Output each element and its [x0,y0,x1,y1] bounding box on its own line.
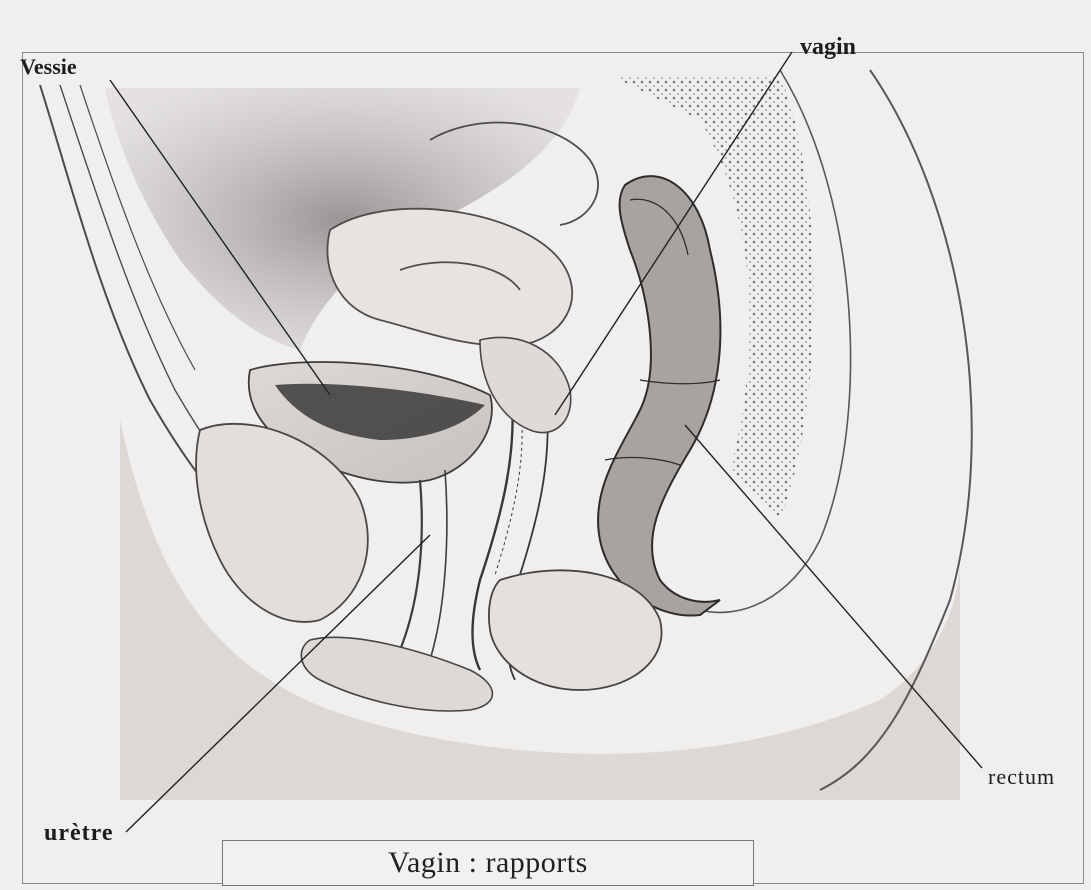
label-rectum: rectum [988,764,1055,790]
rectum [598,176,720,615]
vulva [301,637,492,711]
uterus [480,337,571,432]
leader-line-rectum [685,425,982,768]
label-vagin: vagin [800,34,856,61]
figure-caption: Vagin : rapports [388,846,588,880]
caption-box: Vagin : rapports [222,840,754,886]
urethra [400,470,447,660]
label-uretre: urètre [44,820,114,847]
label-vessie: Vessie [20,54,77,80]
